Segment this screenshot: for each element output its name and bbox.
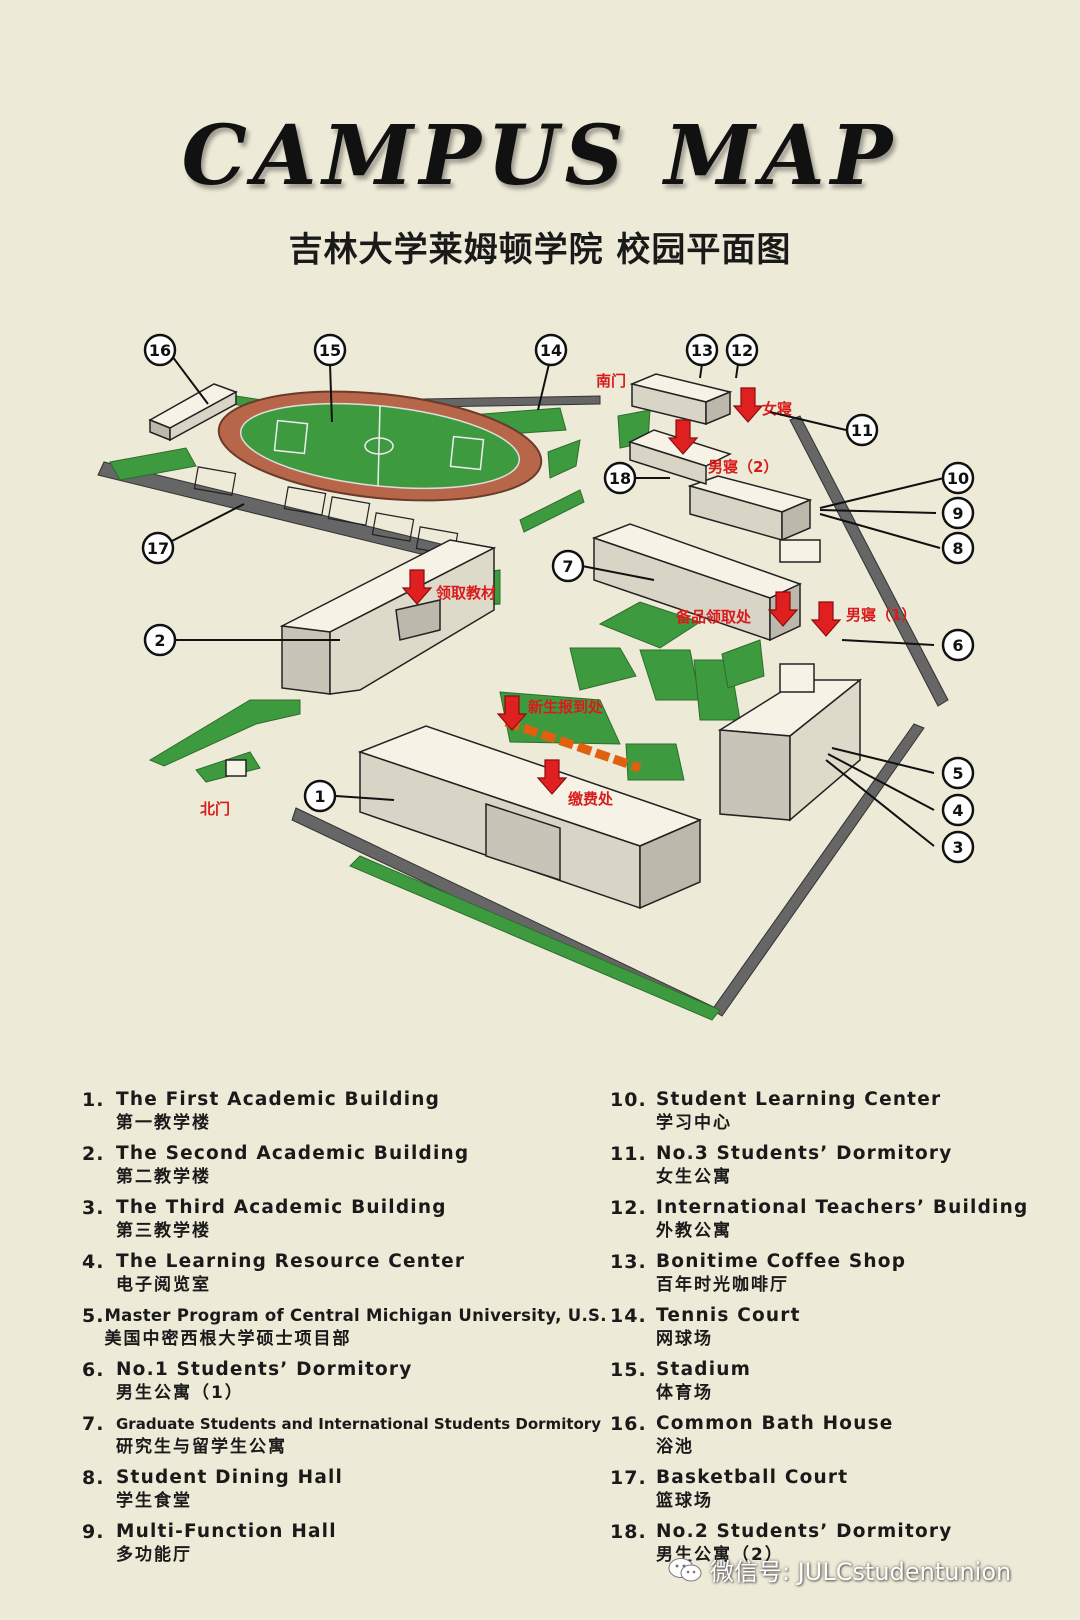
marker-18[interactable]: 18 [603,461,637,495]
arrow-icon [732,387,764,423]
label-north-gate: 北门 [200,800,230,818]
label-supplies: 备品领取处 [675,608,752,626]
label-south-gate: 南门 [596,372,626,390]
marker-6[interactable]: 6 [941,628,975,662]
campus-map: 南门 女寝 男寝（2） 领取教材 备品领取处 男寝（1） 新生报到处 缴费处 北… [97,333,975,1021]
marker-14[interactable]: 14 [534,333,568,367]
svg-text:14: 14 [540,341,562,360]
svg-text:11: 11 [851,421,873,440]
svg-text:12: 12 [731,341,753,360]
arrow-icon [536,759,568,795]
buildings [148,373,863,910]
marker-9[interactable]: 9 [941,496,975,530]
svg-text:9: 9 [952,504,963,523]
svg-text:13: 13 [691,341,713,360]
arrow-icon [810,601,842,637]
label-registration: 新生报到处 [528,698,604,716]
svg-text:6: 6 [952,636,963,655]
svg-text:5: 5 [952,764,963,783]
marker-3[interactable]: 3 [941,830,975,864]
label-female-dorm: 女寝 [762,400,792,418]
arrow-icon [401,569,433,605]
marker-13[interactable]: 13 [685,333,719,367]
marker-7[interactable]: 7 [551,549,585,583]
marker-4[interactable]: 4 [941,793,975,827]
marker-15[interactable]: 15 [313,333,347,367]
label-payment: 缴费处 [568,790,614,808]
marker-1[interactable]: 1 [303,779,337,813]
legend-entry: 5.Master Program of Central Michigan Uni… [82,1305,607,1349]
marker-2[interactable]: 2 [143,623,177,657]
wechat-icon [668,1557,702,1581]
arrow-icon [767,591,799,627]
registration-line [504,717,642,773]
svg-text:7: 7 [562,557,573,576]
svg-text:4: 4 [952,801,963,820]
svg-text:17: 17 [147,539,169,558]
svg-text:16: 16 [149,341,171,360]
svg-text:3: 3 [952,838,963,857]
stadium [217,390,543,502]
label-textbooks: 领取教材 [435,584,496,602]
marker-16[interactable]: 16 [143,333,177,367]
map-title: CAMPUS MAP [181,108,899,204]
label-male-dorm-2: 男寝（2） [708,458,778,476]
legend-entry: 7.Graduate Students and International St… [82,1413,601,1457]
arrow-icon [496,695,528,731]
map-subtitle: 吉林大学莱姆顿学院 校园平面图 [288,230,792,270]
marker-11[interactable]: 11 [845,413,879,447]
svg-text:8: 8 [952,539,963,558]
marker-8[interactable]: 8 [941,531,975,565]
arrow-icon [667,419,699,455]
svg-text:10: 10 [947,469,969,488]
marker-17[interactable]: 17 [141,531,175,565]
red-arrows [401,387,842,795]
svg-text:1: 1 [314,787,325,806]
label-male-dorm-1: 男寝（1） [846,606,916,624]
marker-5[interactable]: 5 [941,756,975,790]
svg-text:15: 15 [319,341,341,360]
svg-text:18: 18 [609,469,631,488]
marker-12[interactable]: 12 [725,333,759,367]
watermark-text: 微信号: JULCstudentunion [710,1558,1012,1586]
marker-10[interactable]: 10 [941,461,975,495]
svg-text:2: 2 [154,631,165,650]
wechat-watermark: 微信号: JULCstudentunion [668,1552,1011,1587]
